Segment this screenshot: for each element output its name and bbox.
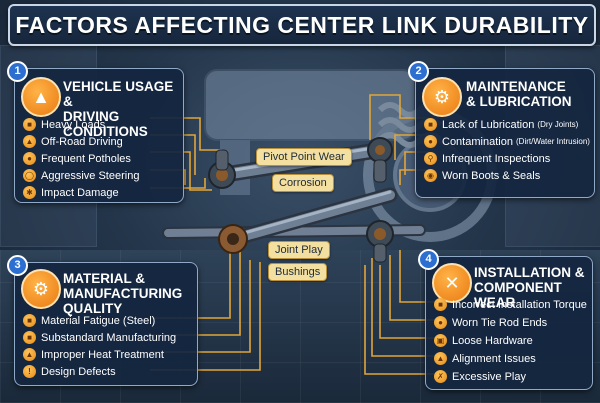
wrench-screwdriver-icon: ✕ [432,263,472,303]
panel-title-line-1: VEHICLE USAGE & [63,79,174,109]
flame-icon: ▲ [23,348,36,361]
factor-note: (Dirt/Water Intrusion) [516,137,590,146]
factor-item: ● Worn Tie Rod Ends [434,316,547,329]
factor-item: ▲ Improper Heat Treatment [23,348,164,361]
tie-rod-icon: ● [434,316,447,329]
factor-item: ▣ Loose Hardware [434,334,533,347]
panel-number-badge: 4 [418,249,439,270]
panel-title: VEHICLE USAGE & DRIVING CONDITIONS [63,79,183,139]
factor-item: ▲ Alignment Issues [434,352,536,365]
factor-item: ◉ Worn Boots & Seals [424,169,540,182]
factor-note: (Dry Joints) [537,120,579,129]
factor-item: ! Design Defects [23,365,116,378]
factor-label: Heavy Loads [41,118,106,131]
factor-item: ✱ Impact Damage [23,186,119,199]
panel-title-line-1: MATERIAL & [63,271,145,286]
gear-icon: ⚙ [21,269,61,309]
factor-label: Excessive Play [452,370,526,383]
mountain-icon: ▲ [23,135,36,148]
tag-joint-play: Joint Play [268,241,330,259]
page-title: FACTORS AFFECTING CENTER LINK DURABILITY [15,11,589,38]
factor-label: Incorrect Installation Torque [452,298,587,311]
warning-icon: ! [23,365,36,378]
panel-title-line-2: COMPONENT WEAR [474,280,562,310]
factor-item: ▲ Off-Road Driving [23,135,123,148]
panel-title-line-1: MAINTENANCE [466,79,566,94]
factor-item: ■ Incorrect Installation Torque [434,298,587,311]
factor-label: Off-Road Driving [41,135,123,148]
panel-vehicle-usage: 1 ▲ VEHICLE USAGE & DRIVING CONDITIONS ■… [7,61,184,203]
ball-joints [208,137,394,263]
panel-title: MATERIAL & MANUFACTURING QUALITY [63,271,197,316]
factor-item: ● Frequent Potholes [23,152,131,165]
factor-item: ✗ Excessive Play [434,370,526,383]
tag-pivot-point-wear: Pivot Point Wear [256,148,352,166]
factor-label: Design Defects [41,365,116,378]
steering-wheel-icon: ◯ [23,169,36,182]
factor-item: ◯ Aggressive Steering [23,169,139,182]
torque-wrench-icon: ■ [434,298,447,311]
factor-item: ⚲ Infrequent Inspections [424,152,550,165]
factor-label: Material Fatigue (Steel) [41,314,156,327]
factory-icon: ■ [23,331,36,344]
factor-label: Impact Damage [41,186,119,199]
impact-icon: ✱ [23,186,36,199]
factor-label: Infrequent Inspections [442,152,551,165]
factor-label: Substandard Manufacturing [41,331,177,344]
title-banner: FACTORS AFFECTING CENTER LINK DURABILITY [8,4,596,46]
factor-label: Lack of Lubrication [442,118,535,131]
truck-icon: ■ [23,118,36,131]
panel-title-line-2: & LUBRICATION [466,94,572,109]
factor-item: ■ Lack of Lubrication (Dry Joints) [424,118,578,131]
panel-installation-wear: 4 ✕ INSTALLATION & COMPONENT WEAR ■ Incor… [418,249,593,390]
factor-label: Alignment Issues [452,352,536,365]
tag-corrosion: Corrosion [272,174,334,192]
panel-maintenance: 2 ⚙ MAINTENANCE & LUBRICATION ■ Lack of L… [408,61,595,198]
fatigue-icon: ■ [23,314,36,327]
panel-title: MAINTENANCE & LUBRICATION [466,79,572,109]
panel-title: INSTALLATION & COMPONENT WEAR [474,265,592,310]
factor-item: ■ Substandard Manufacturing [23,331,176,344]
seal-icon: ◉ [424,169,437,182]
factor-label: Contamination [442,135,513,148]
factor-label: Worn Boots & Seals [442,169,541,182]
play-icon: ✗ [434,370,447,383]
pothole-icon: ● [23,152,36,165]
panel-title-line-2: MANUFACTURING QUALITY [63,286,183,316]
panel-title-line-1: INSTALLATION & [474,265,585,280]
panel-material-quality: 3 ⚙ MATERIAL & MANUFACTURING QUALITY ■ Ma… [7,255,198,386]
droplet-icon: ● [424,135,437,148]
oil-can-icon: ■ [424,118,437,131]
bolt-icon: ▣ [434,334,447,347]
factor-label: Aggressive Steering [41,169,140,182]
factor-label: Worn Tie Rod Ends [452,316,548,329]
factor-label: Frequent Potholes [41,152,131,165]
factor-item: ■ Material Fatigue (Steel) [23,314,155,327]
factor-item: ● Contamination (Dirt/Water Intrusion) [424,135,590,148]
factor-label: Improper Heat Treatment [41,348,164,361]
car-on-road-icon: ▲ [21,77,61,117]
panel-title-line-2: DRIVING CONDITIONS [63,109,148,139]
panel-number-badge: 3 [7,255,28,276]
tag-bushings: Bushings [268,263,328,281]
alignment-icon: ▲ [434,352,447,365]
grease-gun-icon: ⚙ [422,77,462,117]
factor-label: Loose Hardware [452,334,533,347]
factor-item: ■ Heavy Loads [23,118,105,131]
panel-number-badge: 2 [408,61,429,82]
panel-number-badge: 1 [7,61,28,82]
magnifier-icon: ⚲ [424,152,437,165]
